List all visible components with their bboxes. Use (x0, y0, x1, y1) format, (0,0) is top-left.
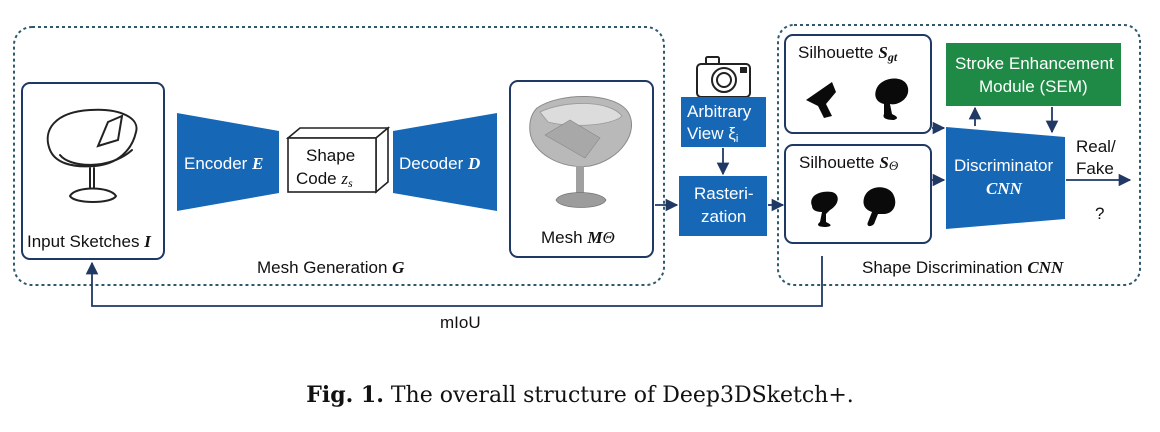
silhouette-pred-shapes (811, 187, 896, 227)
rasterization-label-line2: zation (701, 207, 746, 226)
output-question-label: ? (1095, 204, 1104, 223)
figure-caption: Fig. 1. The overall structure of Deep3DS… (0, 382, 1160, 408)
silhouette-pred-label: Silhouette SΘ (799, 153, 899, 173)
chair-sketch-image (46, 108, 138, 203)
output-real-label: Real/ (1076, 137, 1116, 156)
input-sketches-label: Input Sketches I (27, 232, 152, 251)
shape-discrimination-title: Shape Discrimination CNN (862, 258, 1064, 277)
rasterization-label-line1: Rasteri- (694, 184, 754, 203)
figure-caption-text: The overall structure of Deep3DSketch+. (383, 383, 854, 408)
arbitrary-view-box (681, 97, 766, 147)
arbitrary-view-label-line2: View ξi (687, 124, 738, 145)
shape-code-cube (285, 126, 391, 194)
silhouette-gt-shapes (806, 78, 909, 120)
arbitrary-view-label-line1: Arbitrary (687, 102, 752, 121)
discriminator-label: Discriminator (954, 156, 1054, 175)
miou-feedback-arrow (85, 256, 823, 307)
silhouette-gt-label: Silhouette Sgt (798, 43, 898, 64)
sem-label-line1: Stroke Enhancement (955, 54, 1114, 73)
decoder-block (393, 113, 497, 211)
mesh-generation-group (13, 26, 665, 286)
output-fake-label: Fake (1076, 159, 1114, 178)
discriminator-block (946, 127, 1065, 229)
sem-label-line2: Module (SEM) (979, 77, 1088, 96)
encoder-label: Encoder E (184, 154, 263, 173)
encoder-block (177, 113, 279, 211)
camera-icon (696, 56, 751, 98)
discriminator-symbol: CNN (986, 179, 1023, 198)
figure-caption-label: Fig. 1. (306, 382, 384, 408)
miou-label: mIoU (440, 313, 481, 332)
rasterization-box (679, 176, 767, 236)
chair-mesh-image (529, 95, 633, 208)
decoder-label: Decoder D (399, 154, 480, 173)
sem-box (946, 43, 1121, 106)
mesh-label: Mesh MΘ (541, 228, 615, 247)
shape-code-label-line1: Shape (306, 146, 355, 165)
shape-code-label-line2: Code zs (296, 169, 353, 190)
shape-discrimination-group (777, 24, 1141, 286)
mesh-generation-title: Mesh Generation G (257, 258, 405, 277)
